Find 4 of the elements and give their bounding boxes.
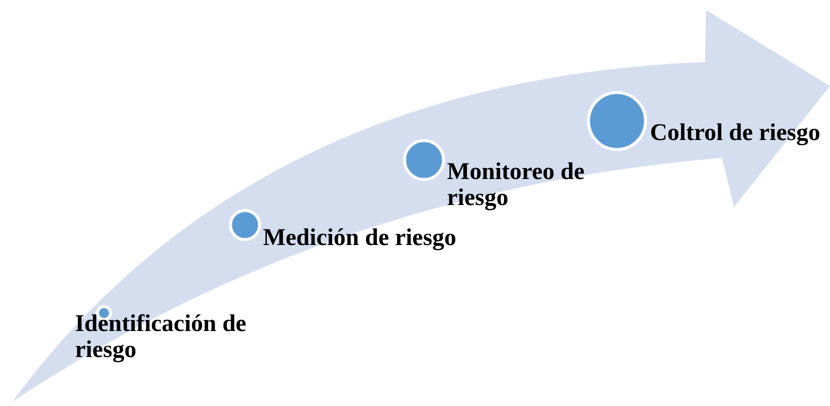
step-label: Coltrol de riesgo <box>650 120 822 146</box>
step-label: Medición de riesgo <box>263 225 458 251</box>
step-label: Identificación de riesgo <box>75 311 248 363</box>
step-label: Monitoreo de riesgo <box>447 159 586 211</box>
